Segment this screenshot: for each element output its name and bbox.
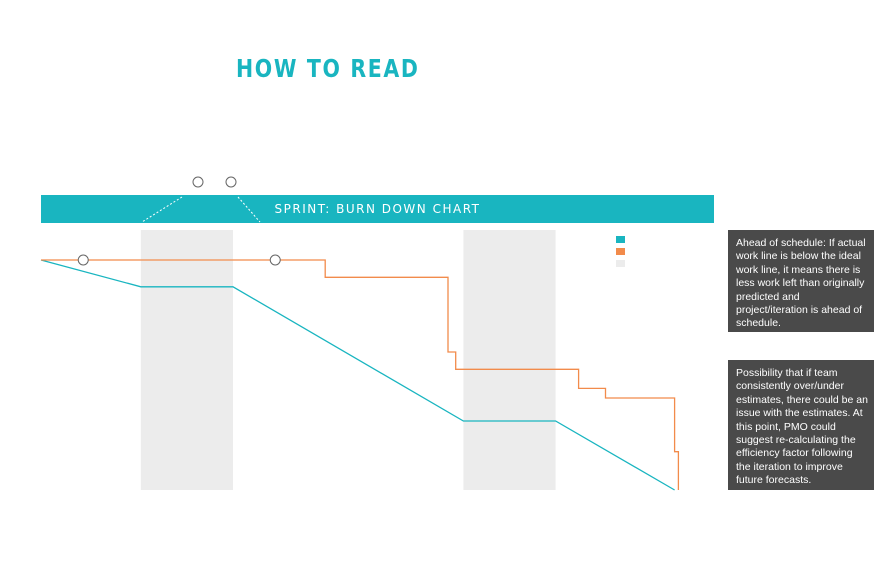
shaded-range-1	[140, 230, 233, 490]
ahead-of-schedule-note: Ahead of schedule: If actual work line i…	[728, 230, 874, 332]
line-marker-2	[269, 254, 281, 266]
estimation-issue-note: Possibility that if team consistently ov…	[728, 360, 874, 490]
chart-title-banner	[41, 195, 714, 223]
legend-swatch-1	[616, 236, 625, 243]
callout-marker-2	[225, 176, 237, 188]
line-marker-1	[77, 254, 89, 266]
chart-title: SPRINT: BURN DOWN CHART	[274, 202, 481, 216]
callout-marker-1	[192, 176, 204, 188]
shaded-range-2	[463, 230, 556, 490]
actual-work-line	[41, 259, 680, 490]
legend-swatch-3	[616, 260, 625, 267]
page-heading: HOW TO READ	[236, 54, 420, 83]
callout-leader-right	[237, 196, 261, 223]
ideal-work-line	[40, 259, 675, 491]
legend-swatch-2	[616, 248, 625, 255]
